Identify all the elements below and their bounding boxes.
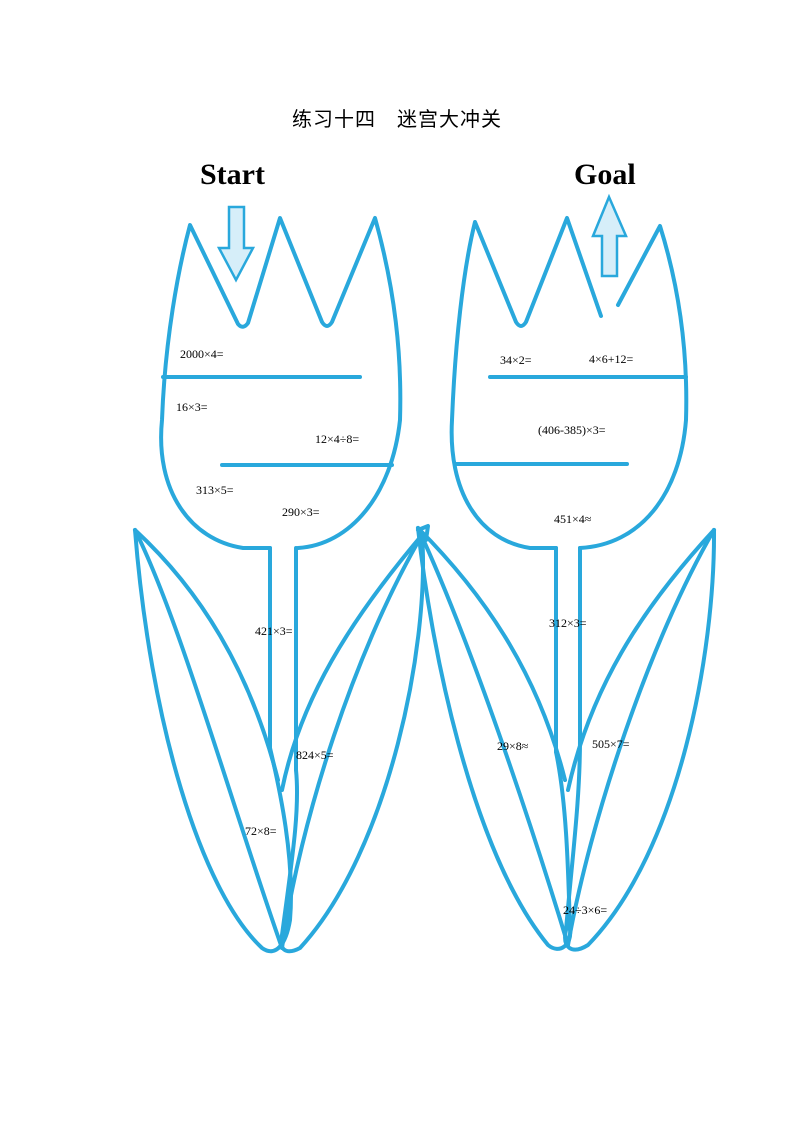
right-leaf-right-shell — [566, 528, 716, 792]
problem-left-2: 16×3= — [176, 400, 208, 414]
problem-right-7: 505×7= — [592, 737, 630, 751]
problem-right-4: 451×4≈ — [554, 512, 592, 526]
page-title: 练习十四 迷宫大冲关 — [292, 107, 502, 131]
right-leaf-left-shell — [416, 526, 567, 782]
problem-left-4: 313×5= — [196, 483, 234, 497]
problem-left-8: 72×8= — [245, 824, 277, 838]
right-leaf-left-inner — [416, 526, 570, 947]
right-leaf-right-outer — [563, 528, 717, 952]
left-leaf-right-shell — [280, 533, 424, 792]
problem-left-1: 2000×4= — [180, 347, 224, 361]
right-stem — [554, 546, 582, 754]
right-tulip — [416, 216, 717, 952]
right-leaf-right-inner — [566, 528, 716, 947]
right-leaf-left-outer — [416, 526, 573, 951]
problem-right-5: 312×3= — [549, 616, 587, 630]
left-leaf-left-outer — [133, 528, 293, 954]
left-leaf-right-inner — [280, 533, 424, 950]
problem-left-6: 421×3= — [255, 624, 293, 638]
left-leaf-left-inner — [133, 528, 284, 950]
problem-left-5: 290×3= — [282, 505, 320, 519]
left-entry-notch — [416, 524, 430, 542]
start-label: Start — [200, 158, 265, 191]
problem-right-1: 34×2= — [500, 353, 532, 367]
down-arrow-icon — [216, 205, 256, 283]
problem-left-3: 12×4÷8= — [315, 432, 360, 446]
problem-left-7: 824×5= — [296, 748, 334, 762]
problem-right-8: 24÷3×6= — [563, 903, 608, 917]
up-arrow-icon — [591, 193, 628, 278]
right-tulip-head — [449, 216, 689, 550]
problem-right-3: (406-385)×3= — [538, 423, 606, 437]
left-stem — [268, 546, 298, 772]
problem-right-6: 29×8≈ — [497, 739, 529, 753]
left-tulip — [133, 216, 425, 954]
goal-label: Goal — [574, 158, 636, 191]
left-tulip-head — [159, 216, 403, 550]
left-leaf-right-outer — [279, 533, 425, 954]
problem-right-2: 4×6+12= — [589, 352, 634, 366]
left-leaf-left-shell — [133, 528, 280, 782]
